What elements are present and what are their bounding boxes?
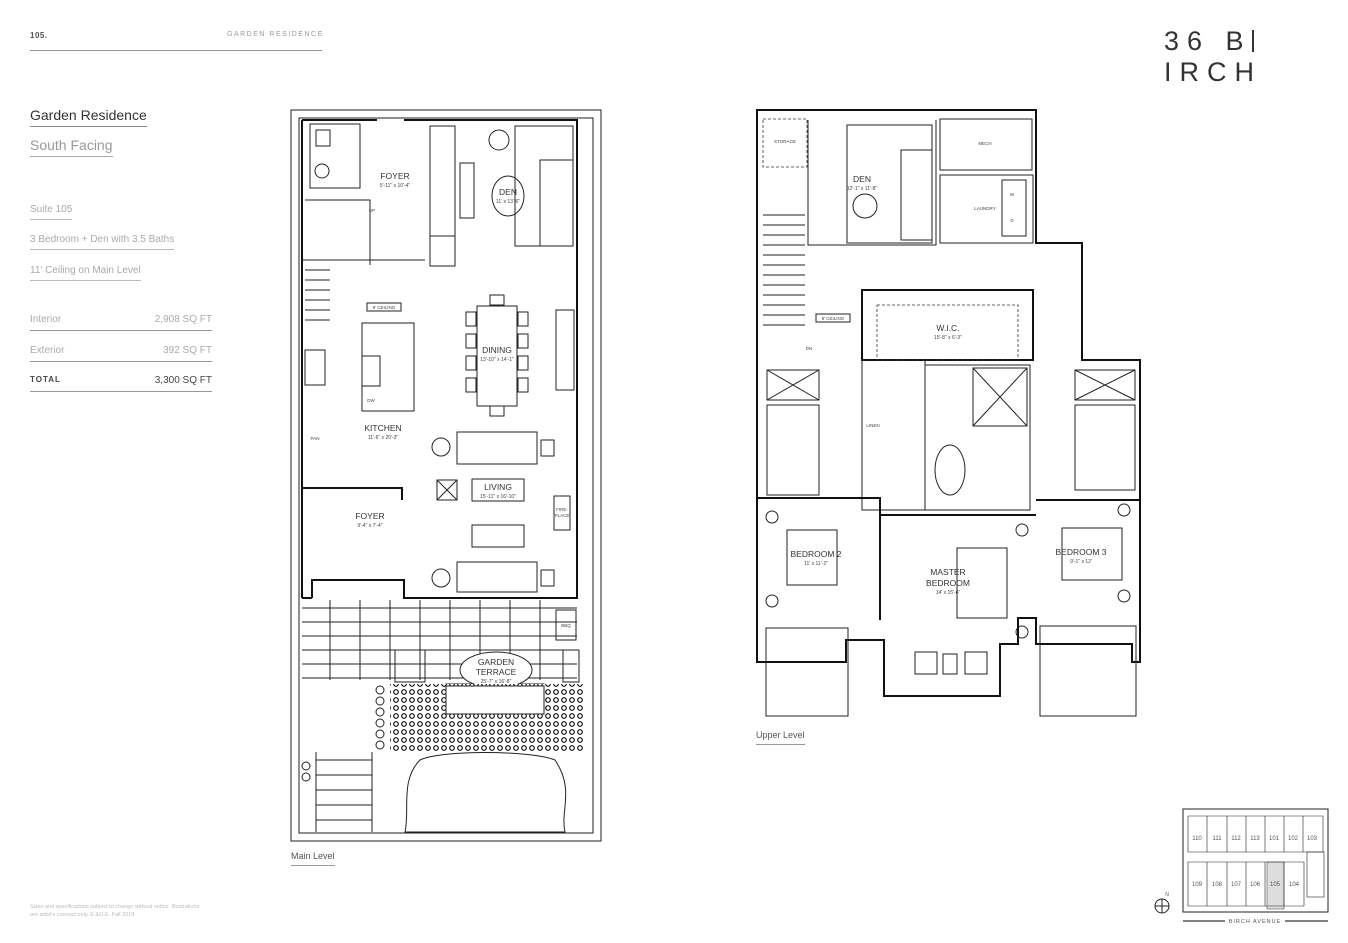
area-value: 3,300 SQ FT [154, 375, 212, 386]
unit-107: 107 [1231, 882, 1242, 888]
room-label-terrace-2: TERRACE [476, 667, 517, 677]
unit-111: 111 [1212, 836, 1222, 842]
unit-102: 102 [1288, 836, 1299, 842]
brand-logo: 36 BIRCH [1164, 26, 1348, 88]
ceiling-note: 9' CEILING [373, 305, 396, 310]
room-label-master-2: BEDROOM [926, 578, 970, 588]
room-dims-dining: 13'-10" x 14'-1" [480, 357, 514, 363]
ceiling-height: 11' Ceiling on Main Level [30, 265, 141, 281]
room-dims-bedroom-3: 9'-1" x 12' [1070, 559, 1092, 565]
room-label-master: MASTER [930, 567, 965, 577]
main-level-caption: Main Level [291, 851, 335, 866]
area-row-total: TOTAL 3,300 SQ FT [30, 375, 212, 392]
room-label-bedroom-2: BEDROOM 2 [790, 549, 841, 559]
washer-label: W [1010, 192, 1015, 197]
room-dims-den-upper: 12'-1" x 11'-8" [847, 186, 878, 192]
disclaimer: Sizes and specifications subject to chan… [30, 904, 200, 918]
north-label: N [1165, 892, 1169, 898]
dishwasher-label: DW [367, 398, 375, 403]
upper-level-plan [756, 109, 1141, 717]
bbq-label: BBQ [561, 623, 571, 628]
key-plan-units: 110 111 112 113 101 102 103 109 108 107 … [1165, 836, 1317, 925]
unit-110: 110 [1192, 836, 1202, 842]
room-dims-kitchen: 11'-6" x 20'-3" [368, 435, 399, 441]
area-value: 392 SQ FT [163, 345, 212, 356]
room-label-foyer: FOYER [380, 171, 409, 181]
area-value: 2,908 SQ FT [154, 314, 212, 325]
room-label-terrace: GARDEN [478, 657, 514, 667]
mech-label: MECH [978, 141, 991, 146]
room-label-den: DEN [499, 187, 517, 197]
unit-104: 104 [1289, 882, 1300, 888]
room-dims-living: 15'-11" x 16'-10" [480, 494, 516, 500]
unit-title: Garden Residence [30, 107, 147, 127]
unit-103: 103 [1307, 836, 1318, 842]
logo-text: 36 BIRCH [1164, 26, 1262, 87]
room-label-dining: DINING [482, 345, 512, 355]
logo-bar [1251, 30, 1254, 52]
unit-113: 113 [1250, 836, 1260, 842]
area-label: TOTAL [30, 375, 61, 384]
laundry-label: LAUNDRY [974, 206, 995, 211]
street-label: BIRCH AVENUE [1229, 919, 1282, 925]
area-label: Exterior [30, 345, 65, 356]
upper-level-caption: Upper Level [756, 730, 805, 745]
key-plan [1154, 808, 1329, 922]
room-dims-den: 11' x 13'-6" [496, 199, 520, 205]
room-label-den-upper: DEN [853, 174, 871, 184]
room-label-foyer-2: FOYER [355, 511, 384, 521]
header-divider [30, 50, 322, 51]
room-dims-terrace: 25'-7" x 16'-8" [481, 679, 512, 685]
dryer-label: D [1010, 218, 1014, 223]
room-label-living: LIVING [484, 482, 512, 492]
area-row-exterior: Exterior 392 SQ FT [30, 345, 212, 362]
section-title: GARDEN RESIDENCE [227, 31, 324, 38]
fireplace-label: FIRE- [556, 507, 568, 512]
storage-label: STORAGE [774, 139, 796, 144]
unit-101: 101 [1269, 836, 1280, 842]
room-dims-wic: 15'-8" x 6'-3" [934, 335, 962, 341]
linen-label: LINEN [866, 423, 879, 428]
room-dims-foyer: 5'-11" x 10'-4" [380, 183, 411, 189]
orientation: South Facing [30, 137, 113, 157]
room-dims-master: 14' x 15'-6" [936, 590, 961, 596]
pantry-label: PAN [311, 436, 320, 441]
area-label: Interior [30, 314, 62, 325]
page-number: 105. [30, 31, 48, 40]
ceiling-note-upper: 9' CEILING [822, 316, 845, 321]
room-dims-bedroom-2: 11' x 11'-2" [804, 561, 828, 567]
unit-105: 105 [1270, 882, 1281, 888]
unit-109: 109 [1192, 882, 1203, 888]
stairs-down-label: DN [806, 346, 813, 351]
room-label-bedroom-3: BEDROOM 3 [1055, 547, 1106, 557]
area-row-interior: Interior 2,908 SQ FT [30, 314, 212, 331]
fireplace-label-2: PLACE [555, 513, 570, 518]
unit-layout: 3 Bedroom + Den with 3.5 Baths [30, 234, 175, 250]
room-label-kitchen: KITCHEN [364, 423, 401, 433]
stairs-up-label: UP [369, 208, 375, 213]
room-dims-foyer-2: 9'-4" x 7'-4" [357, 523, 382, 529]
unit-108: 108 [1212, 882, 1223, 888]
unit-106: 106 [1250, 882, 1261, 888]
main-level-plan [290, 109, 602, 842]
room-label-wic: W.I.C. [936, 323, 959, 333]
unit-112: 112 [1231, 836, 1241, 842]
suite-number: Suite 105 [30, 204, 73, 220]
